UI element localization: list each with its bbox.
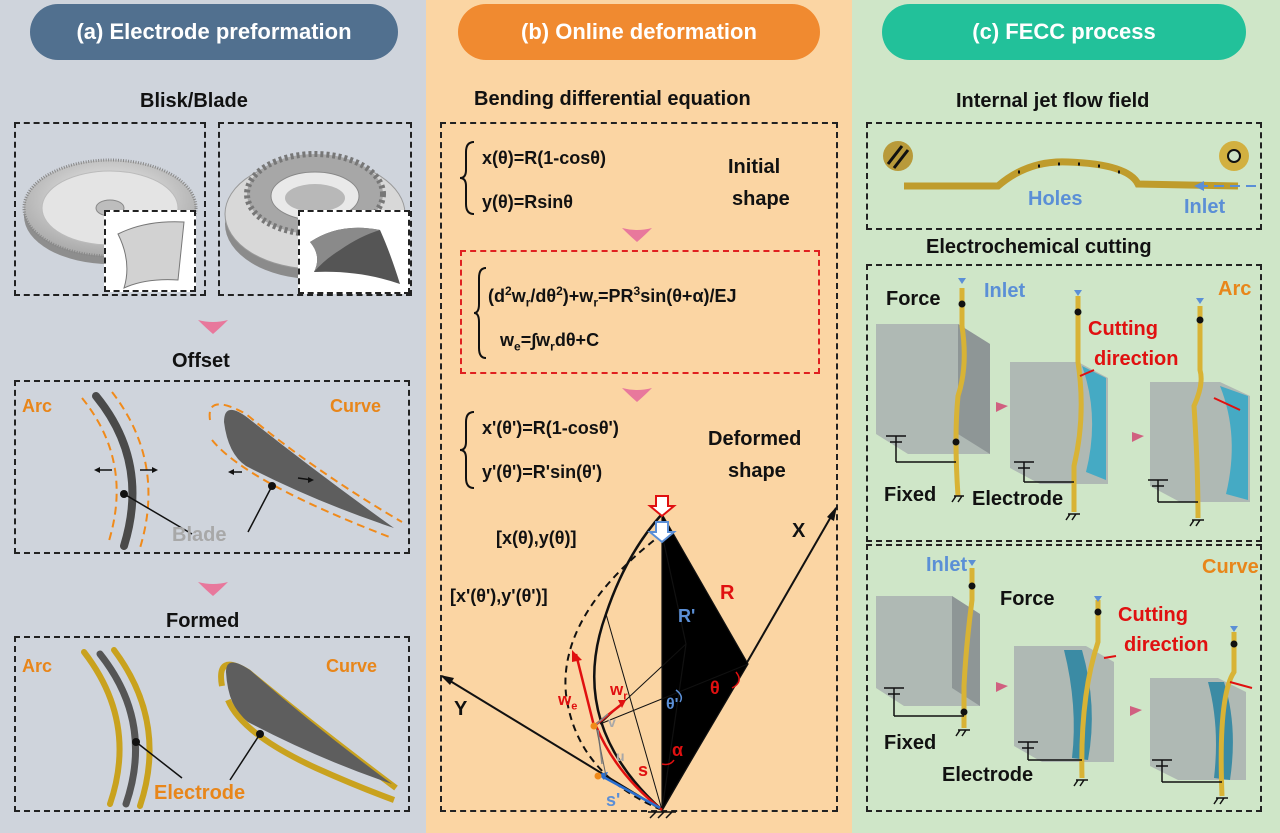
inlet-label-arc: Inlet [984, 280, 1026, 302]
offset-heading: Offset [172, 350, 230, 372]
axis-X-label: X [792, 520, 806, 542]
inlet-label-curve: Inlet [926, 554, 968, 576]
label-theta: θ [710, 678, 720, 698]
panel-online-deformation: (b) Online deformation Bending different… [426, 0, 1118, 833]
deformed-point-label: [x'(θ'),y'(θ')] [450, 586, 548, 606]
curve-cutting-diagram [876, 560, 1253, 805]
brace-icon [459, 411, 475, 489]
force-label-arc: Force [886, 288, 941, 310]
fixed-label-curve: Fixed [884, 732, 937, 754]
offset-arc-label: Arc [22, 396, 53, 416]
label-v: v [608, 714, 616, 730]
jet-flow-diagram [883, 141, 1256, 191]
initial-point-label: [x(θ),y(θ)] [496, 528, 577, 548]
formed-curve-label: Curve [326, 656, 378, 676]
brace-icon [459, 141, 475, 215]
equation-diagram-box [440, 122, 838, 812]
blade-inset-box-2 [298, 210, 410, 294]
deformation-geometry-diagram [440, 495, 837, 819]
initial-label-1: Initial [728, 156, 781, 178]
label-theta-prime: θ' [666, 696, 679, 713]
fixed-label-arc: Fixed [884, 484, 937, 506]
arc-cutting-box: Force Inlet Arc Cutting direction Fixed … [866, 264, 1262, 542]
curve-cutting-label: Curve [1202, 556, 1259, 578]
cutting-heading: Electrochemical cutting [926, 236, 1152, 258]
label-R-prime: R' [678, 606, 696, 626]
bending-heading: Bending differential equation [474, 88, 751, 110]
cutting-direction-arc-1: Cutting [1088, 318, 1158, 340]
chevron-down-icon [198, 320, 228, 334]
electrode-label: Electrode [154, 782, 246, 804]
panel-b-title: (b) Online deformation [458, 4, 820, 60]
label-wr: wr [610, 680, 628, 703]
differential-equation-box [460, 250, 820, 374]
cutting-direction-curve-1: Cutting [1118, 604, 1188, 626]
panel-electrode-preformation: (a) Electrode preformation Blisk/Blade [0, 0, 426, 833]
label-u: u [616, 748, 625, 764]
arc-cutting-diagram [876, 278, 1250, 527]
differential-eq-1: (d2wr/dθ2)+wr=PR3sin(θ+α)/EJ [488, 284, 737, 310]
axis-Y-label: Y [454, 698, 468, 720]
brace-icon [473, 267, 487, 359]
formed-heading: Formed [166, 610, 240, 632]
blisk-heading: Blisk/Blade [140, 90, 248, 112]
initial-eq-x: x(θ)=R(1-cosθ) [482, 148, 606, 168]
panel-a-title: (a) Electrode preformation [30, 4, 398, 60]
blade-inset-2 [310, 227, 400, 284]
chevron-down-icon [622, 228, 652, 242]
deformed-eq-x: x'(θ')=R(1-cosθ') [482, 418, 619, 438]
chevron-down-icon [622, 388, 652, 402]
offset-curve-label: Curve [330, 396, 382, 416]
differential-eq-2: we=∫wrdθ+C [500, 330, 600, 354]
initial-label-2: shape [732, 188, 790, 210]
jet-flow-box: Holes Inlet [866, 122, 1262, 230]
label-R: R [720, 582, 735, 604]
cutting-direction-arc-2: direction [1094, 348, 1179, 370]
offset-box: Arc Curve Blade [14, 380, 410, 554]
panel-c-title: (c) FECC process [882, 4, 1246, 60]
label-we: we [558, 690, 578, 713]
chevron-down-icon [198, 582, 228, 596]
blade-label: Blade [172, 524, 227, 546]
formed-diagram [81, 647, 398, 809]
label-alpha: α [672, 740, 684, 760]
blade-inset-box-1 [104, 210, 196, 292]
panel-fecc-process: (c) FECC process Internal jet flow field… [852, 0, 1280, 833]
formed-box: Arc Curve Electrode [14, 636, 410, 812]
deformed-label-1: Deformed [708, 428, 802, 450]
force-label-curve: Force [1000, 588, 1055, 610]
jet-heading: Internal jet flow field [956, 90, 1150, 112]
deformed-label-2: shape [728, 460, 786, 482]
holes-label: Holes [1028, 188, 1083, 210]
cutting-direction-curve-2: direction [1124, 634, 1209, 656]
initial-eq-y: y(θ)=Rsinθ [482, 192, 573, 212]
inlet-label-jet: Inlet [1184, 196, 1226, 218]
offset-diagram [81, 391, 403, 550]
formed-arc-label: Arc [22, 656, 53, 676]
deformed-eq-y: y'(θ')=R'sin(θ') [482, 462, 603, 482]
electrode-label-curve: Electrode [942, 764, 1034, 786]
label-s-prime: s' [606, 790, 621, 810]
label-s: s [638, 760, 649, 780]
curve-cutting-box: Inlet Curve Force Cutting direction Fixe… [866, 544, 1262, 812]
arc-cutting-label: Arc [1218, 278, 1252, 300]
blade-inset-1 [117, 221, 185, 289]
electrode-label-arc: Electrode [972, 488, 1064, 510]
